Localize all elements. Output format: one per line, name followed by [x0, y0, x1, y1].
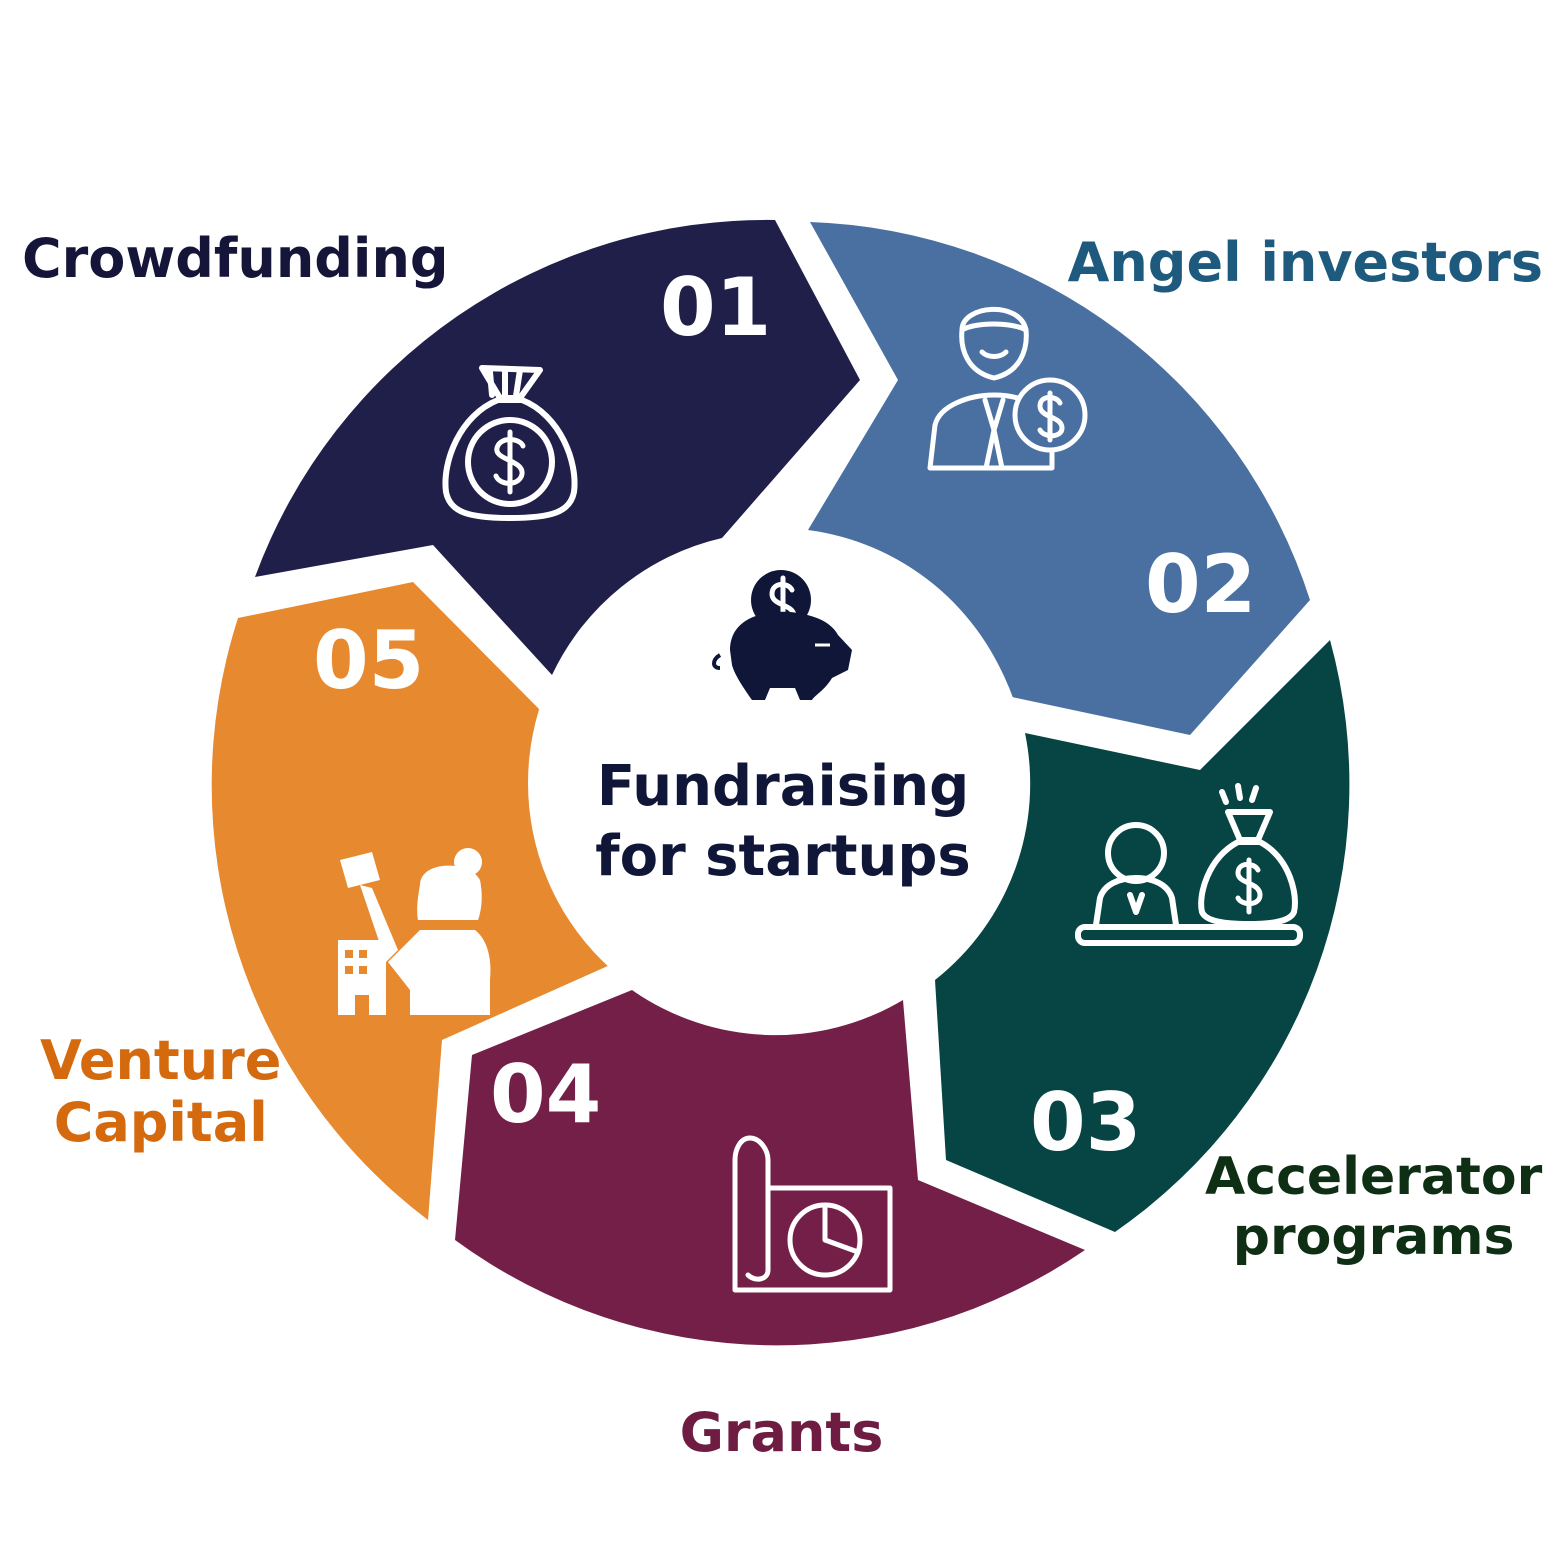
- person-money-bag-icon: [1075, 783, 1303, 946]
- segment-01: [255, 219, 860, 675]
- segment-05-label-line-2: Capital: [53, 1091, 268, 1155]
- segment-04-label: Grants: [0, 1401, 1563, 1464]
- segment-05-label: Venture Capital: [40, 1029, 282, 1155]
- businesswoman-building-icon: [338, 848, 491, 1015]
- segment-03-label-line-1: Accelerator: [1205, 1147, 1543, 1207]
- segment-03-label-line-2: programs: [1232, 1206, 1515, 1267]
- segment-03-number: 03: [1030, 1076, 1141, 1169]
- segment-01-label: Crowdfunding: [22, 227, 449, 290]
- center-title: Fundraising for startups: [540, 752, 1026, 892]
- center-title-line-1: Fundraising: [596, 754, 970, 819]
- segment-02-label: Angel investors: [1067, 231, 1543, 294]
- segment-01-number: 01: [660, 261, 771, 354]
- segment-05-number: 05: [313, 614, 424, 707]
- segment-03: [935, 640, 1350, 1232]
- segment-05-label-line-1: Venture: [40, 1029, 282, 1092]
- center-title-line-2: for startups: [595, 824, 971, 889]
- investor-coin-icon: [927, 306, 1088, 471]
- piggy-bank-icon: [712, 570, 852, 700]
- segment-02: [808, 222, 1310, 735]
- segment-02-number: 02: [1145, 538, 1256, 631]
- segment-05: [211, 582, 610, 1220]
- segment-01-label-text: Crowdfunding: [22, 227, 449, 290]
- center-circle: [528, 533, 1028, 1033]
- segment-04-label-text: Grants: [679, 1401, 884, 1464]
- segment-03-label: Accelerator programs: [1205, 1147, 1543, 1268]
- segment-04-number: 04: [490, 1048, 601, 1141]
- segment-02-label-text: Angel investors: [1067, 231, 1543, 294]
- money-bag-icon: [442, 365, 578, 521]
- chart-scroll-icon: [732, 1135, 893, 1293]
